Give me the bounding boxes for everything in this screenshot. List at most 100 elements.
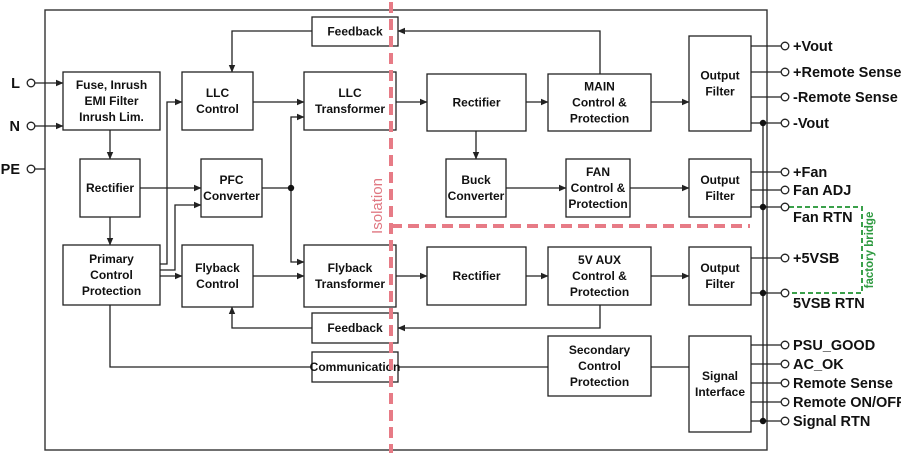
output-label-vout-neg: -Vout <box>793 116 829 132</box>
block-llc-control <box>181 71 254 131</box>
terminal-pe[interactable] <box>26 164 36 174</box>
block-label-line: Primary <box>89 252 134 266</box>
terminal-remote-sense-pos[interactable] <box>780 67 790 77</box>
block-label-line: Protection <box>570 375 629 389</box>
block-rectifier-main <box>426 73 527 132</box>
block-label-line: Protection <box>568 197 627 211</box>
terminal-vsb-pos[interactable] <box>780 253 790 263</box>
junction-dots <box>287 119 767 425</box>
block-label-line: Transformer <box>315 102 385 116</box>
terminal-signal-rtn[interactable] <box>780 416 790 426</box>
factory-bridge-line <box>781 206 863 294</box>
block-label-line: Flyback <box>195 261 240 275</box>
factory-bridge-label: factory bridge <box>864 212 876 289</box>
terminal-vout-neg[interactable] <box>780 118 790 128</box>
block-fuse <box>62 71 161 131</box>
block-label-line: Interface <box>695 385 745 399</box>
block-label-line: 5V AUX <box>578 253 621 267</box>
block-label-line: Rectifier <box>86 181 134 195</box>
terminal-n[interactable] <box>26 121 36 131</box>
block-output-filter-main <box>688 35 752 132</box>
block-label-line: Output <box>700 69 739 83</box>
terminal-fan-rtn[interactable] <box>780 202 790 212</box>
block-label-line: LLC <box>338 86 362 100</box>
block-pfc <box>200 158 263 218</box>
input-terminals: L N PE <box>1 76 36 178</box>
output-label-vout-pos: +Vout <box>793 39 833 55</box>
block-label-line: Output <box>700 173 739 187</box>
block-label-line: Inrush Lim. <box>79 110 144 124</box>
label-aux-control: 5V AUX Control & Protection <box>570 253 629 299</box>
label-rectifier-primary: Rectifier <box>86 181 134 195</box>
factory-bridge: factory bridge <box>781 206 876 294</box>
output-terminals: +Vout +Remote Sense -Remote Sense -Vout … <box>780 39 901 430</box>
label-llc-transformer: LLC Transformer <box>315 86 385 116</box>
block-label-line: Protection <box>570 285 629 299</box>
block-secondary-control <box>547 335 652 397</box>
block-label-line: Flyback <box>328 261 373 275</box>
output-label-vsb-rtn: 5VSB RTN <box>793 296 865 312</box>
output-label-signal-rtn: Signal RTN <box>793 414 870 430</box>
output-label-remote-sense: Remote Sense <box>793 376 893 392</box>
block-label-line: PFC <box>220 173 244 187</box>
block-label-line: Control & <box>572 269 627 283</box>
block-label-line: Filter <box>705 277 735 291</box>
block-output-filter-aux <box>688 246 752 306</box>
terminal-vsb-rtn[interactable] <box>780 288 790 298</box>
output-label-remote-onoff: Remote ON/OFF <box>793 395 901 411</box>
block-feedback-top <box>311 16 399 47</box>
terminal-fan-adj[interactable] <box>780 185 790 195</box>
block-label-line: Communication <box>310 360 401 374</box>
label-communication: Communication <box>310 360 401 374</box>
block-label-line: Filter <box>705 85 735 99</box>
block-output-filter-fan <box>688 158 752 218</box>
output-label-fan-rtn: Fan RTN <box>793 210 853 226</box>
isolation-barrier: Isolation <box>369 2 750 453</box>
terminal-ac-ok[interactable] <box>780 359 790 369</box>
terminal-fan-pos[interactable] <box>780 167 790 177</box>
block-label-line: Protection <box>570 112 629 126</box>
block-label-line: Feedback <box>327 321 383 335</box>
block-rectifier-primary <box>79 158 141 218</box>
terminal-l[interactable] <box>26 78 36 88</box>
block-aux-control <box>547 246 652 306</box>
junction-dot <box>759 417 767 425</box>
block-buck <box>445 158 507 218</box>
label-feedback-bottom: Feedback <box>327 321 383 335</box>
terminal-remote-onoff[interactable] <box>780 397 790 407</box>
block-label-line: LLC <box>206 86 230 100</box>
block-label-line: EMI Filter <box>84 94 138 108</box>
input-label-n: N <box>10 119 20 135</box>
block-label-line: Protection <box>82 284 141 298</box>
block-label-line: Secondary <box>569 343 631 357</box>
terminal-remote-sense-neg[interactable] <box>780 92 790 102</box>
block-feedback-bottom <box>311 312 399 344</box>
label-rectifier-main: Rectifier <box>452 96 500 110</box>
junction-dot <box>759 203 767 211</box>
block-label-line: Fuse, Inrush <box>76 78 147 92</box>
output-label-ac-ok: AC_OK <box>793 357 844 373</box>
block-label-line: Control <box>578 359 621 373</box>
terminal-remote-sense[interactable] <box>780 378 790 388</box>
block-main-control <box>547 73 652 132</box>
block-label-line: Feedback <box>327 25 383 39</box>
block-communication <box>311 351 399 383</box>
block-flyback-transformer <box>303 244 397 308</box>
block-label-line: Transformer <box>315 277 385 291</box>
terminal-vout-pos[interactable] <box>780 41 790 51</box>
block-signal-interface <box>688 335 752 433</box>
terminal-psu-good[interactable] <box>780 340 790 350</box>
